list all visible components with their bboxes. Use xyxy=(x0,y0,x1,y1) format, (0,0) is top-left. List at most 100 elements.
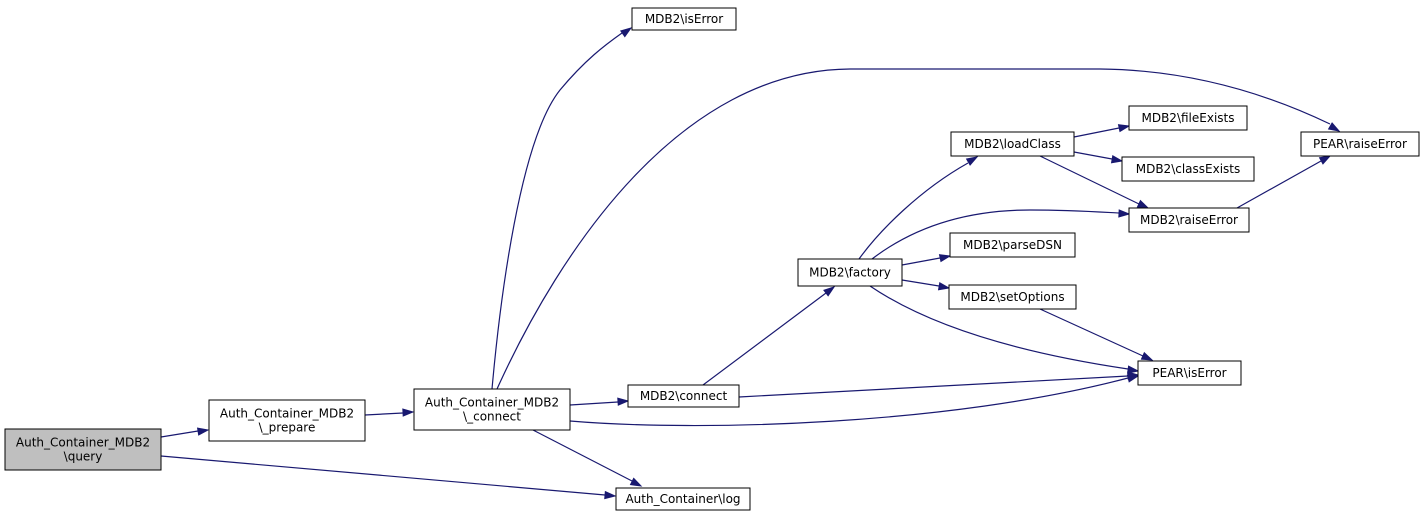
node-box xyxy=(1128,105,1248,131)
edge-connect_ac-to-pear_raiseerror xyxy=(496,68,1341,390)
arrowhead xyxy=(1127,371,1140,380)
edge-line xyxy=(738,375,1129,398)
edge-line xyxy=(491,32,623,390)
node-classexists[interactable]: MDB2\classExists xyxy=(1121,156,1255,182)
edge-line xyxy=(858,162,969,260)
node-mdb2-raiseerror[interactable]: MDB2\raiseError xyxy=(1128,207,1250,233)
edge-line xyxy=(160,430,199,438)
arrowhead xyxy=(938,254,952,263)
node-label: PEAR\raiseError xyxy=(1313,137,1407,151)
node-box xyxy=(1121,156,1255,182)
arrowhead xyxy=(1110,155,1124,164)
edge-line xyxy=(901,279,940,287)
node-box xyxy=(4,428,162,471)
node-label: Auth_Container\log xyxy=(625,492,740,506)
edge-line xyxy=(569,401,619,406)
edge-prepare-to-connect_ac xyxy=(364,408,415,417)
node-loadclass[interactable]: MDB2\loadClass xyxy=(950,131,1075,157)
edge-loadclass-to-mdb2_raiseerror xyxy=(1039,155,1150,209)
arrowhead xyxy=(1140,351,1154,361)
edge-mdb2_connect-to-factory xyxy=(702,286,836,386)
node-label: MDB2\isError xyxy=(645,12,723,26)
arrowhead xyxy=(196,427,210,436)
edge-factory-to-mdb2_raiseerror xyxy=(871,209,1131,260)
edge-line xyxy=(532,429,633,482)
node-query: Auth_Container_MDB2\query xyxy=(4,428,162,471)
node-label: MDB2\parseDSN xyxy=(963,238,1062,252)
edge-line xyxy=(702,292,827,386)
node-box xyxy=(948,284,1077,310)
node-box xyxy=(797,258,903,287)
edge-line xyxy=(364,412,404,416)
arrowhead xyxy=(1327,122,1341,132)
node-label: PEAR\isError xyxy=(1152,366,1226,380)
node-box xyxy=(631,7,737,31)
node-box xyxy=(949,232,1076,258)
node-label: MDB2\setOptions xyxy=(960,290,1064,304)
node-box xyxy=(208,399,366,442)
edge-connect_ac-to-iserror_mdb2 xyxy=(491,27,633,390)
node-label: \_connect xyxy=(463,410,521,424)
node-log[interactable]: Auth_Container\log xyxy=(615,487,751,511)
arrowhead xyxy=(1136,199,1150,209)
node-box xyxy=(950,131,1075,157)
edge-line xyxy=(496,68,1331,390)
node-mdb2-connect[interactable]: MDB2\connect xyxy=(627,384,740,408)
edge-query-to-prepare xyxy=(160,427,210,438)
edge-factory-to-loadclass xyxy=(858,156,979,260)
node-prepare[interactable]: Auth_Container_MDB2\_prepare xyxy=(208,399,366,442)
edges-layer xyxy=(160,27,1341,500)
edge-query-to-log xyxy=(160,455,617,500)
edge-loadclass-to-classexists xyxy=(1073,151,1124,164)
arrowhead xyxy=(1318,155,1332,165)
edge-loadclass-to-fileexists xyxy=(1073,124,1131,138)
arrowhead xyxy=(1118,209,1131,218)
edge-line xyxy=(1039,155,1140,205)
node-label: MDB2\fileExists xyxy=(1141,111,1234,125)
edge-factory-to-pear_iserror xyxy=(869,285,1140,374)
node-box xyxy=(1300,131,1420,157)
node-label: MDB2\factory xyxy=(809,266,891,280)
node-box xyxy=(413,388,571,431)
arrowhead xyxy=(965,156,979,166)
node-box xyxy=(1128,207,1250,233)
edge-connect_ac-to-mdb2_connect xyxy=(569,397,630,406)
node-pear-iserror[interactable]: PEAR\isError xyxy=(1137,360,1242,386)
node-label: MDB2\classExists xyxy=(1136,162,1241,176)
node-box xyxy=(1137,360,1242,386)
edge-mdb2_connect-to-pear_iserror xyxy=(738,371,1140,398)
nodes-layer: Auth_Container_MDB2\query Auth_Container_… xyxy=(4,7,1420,511)
edge-line xyxy=(901,257,941,266)
node-connect-ac[interactable]: Auth_Container_MDB2\_connect xyxy=(413,388,571,431)
node-iserror-mdb2[interactable]: MDB2\isError xyxy=(631,7,737,31)
edge-mdb2_raiseerror-to-pear_raiseerror xyxy=(1236,155,1332,209)
arrowhead xyxy=(604,490,617,500)
edge-setoptions-to-pear_iserror xyxy=(1039,308,1154,361)
arrowhead xyxy=(1117,124,1131,133)
node-factory[interactable]: MDB2\factory xyxy=(797,258,903,287)
edge-line xyxy=(869,285,1129,370)
edge-line xyxy=(569,377,1129,427)
node-label: Auth_Container_MDB2 xyxy=(220,407,354,421)
node-label: \_prepare xyxy=(259,421,316,435)
arrowhead xyxy=(823,286,836,297)
node-box xyxy=(627,384,740,408)
edge-line xyxy=(1073,127,1120,138)
node-label: MDB2\raiseError xyxy=(1140,213,1238,227)
edge-line xyxy=(871,209,1120,260)
edge-factory-to-parsedsn xyxy=(901,254,952,266)
node-label: MDB2\loadClass xyxy=(964,137,1061,151)
arrowhead xyxy=(619,27,633,38)
node-label: MDB2\connect xyxy=(640,389,728,403)
node-setoptions[interactable]: MDB2\setOptions xyxy=(948,284,1077,310)
arrowhead xyxy=(937,282,951,291)
node-fileexists[interactable]: MDB2\fileExists xyxy=(1128,105,1248,131)
edge-line xyxy=(160,455,606,496)
edge-line xyxy=(1073,151,1113,160)
node-parsedsn[interactable]: MDB2\parseDSN xyxy=(949,232,1076,258)
node-label: Auth_Container_MDB2 xyxy=(425,396,559,410)
node-pear-raiseerror[interactable]: PEAR\raiseError xyxy=(1300,131,1420,157)
edge-connect_ac-to-log xyxy=(532,429,643,487)
edge-line xyxy=(1039,308,1144,357)
